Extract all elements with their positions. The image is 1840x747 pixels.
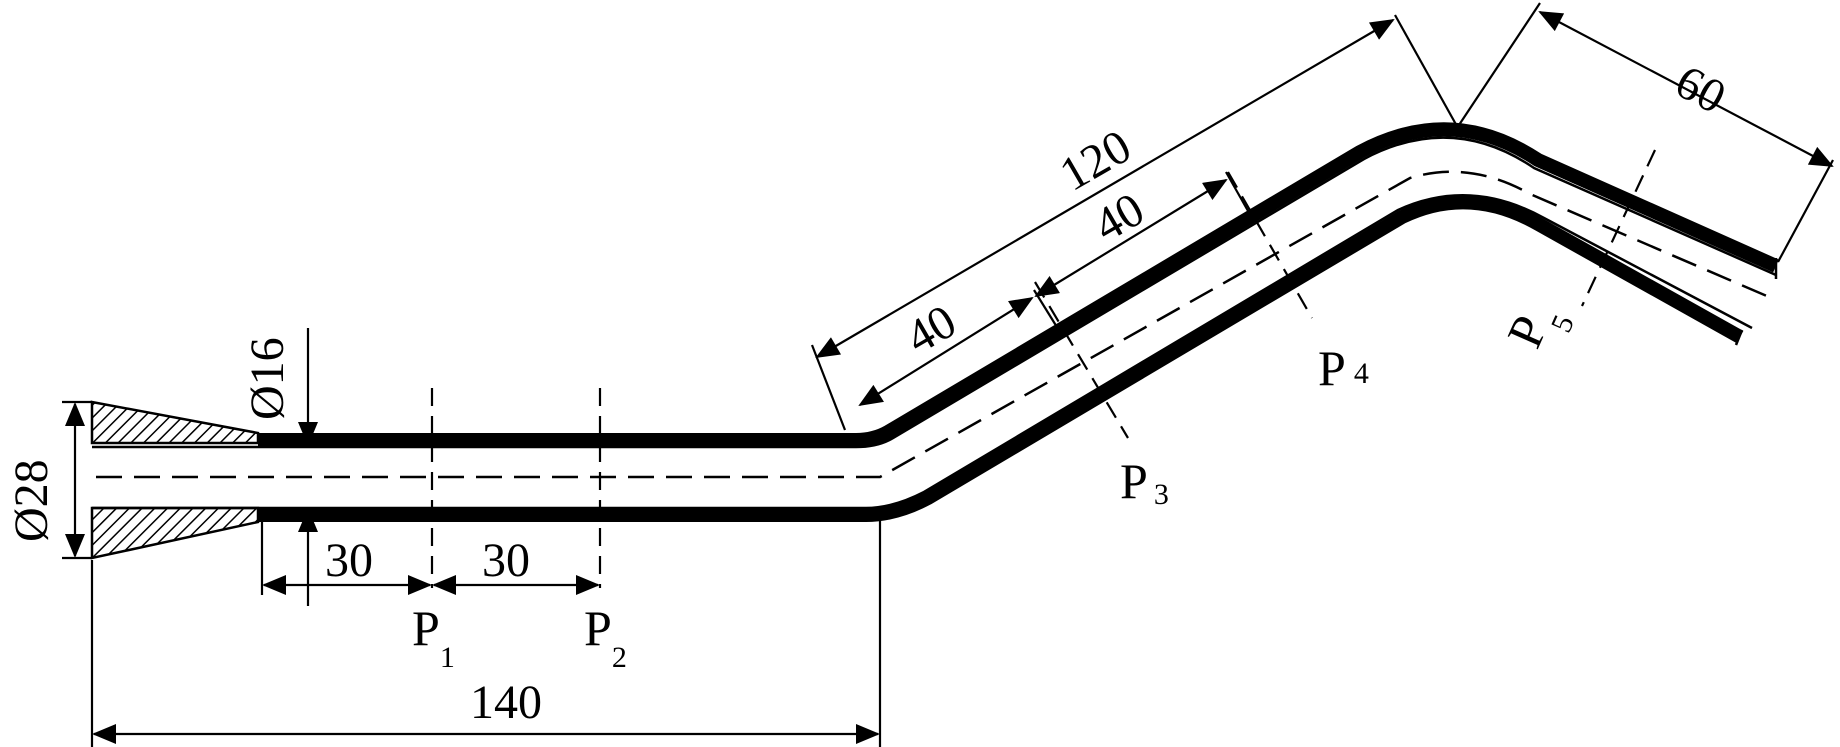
dim-inner-diameter-label: Ø16	[241, 337, 294, 420]
dim-inner-diameter: Ø16	[241, 328, 318, 606]
dimensions: Ø28 Ø16 30 30 140 120	[5, 2, 1834, 747]
flare-bottom	[90, 506, 260, 560]
dim-140: 140	[90, 520, 882, 747]
centerline	[96, 170, 1777, 479]
tube-wall-top	[258, 122, 1779, 447]
section-line-p5	[1581, 149, 1656, 307]
dim-60: 60	[1456, 2, 1834, 263]
dim-30-b-label: 30	[482, 534, 530, 587]
dim-outer-diameter: Ø28	[5, 400, 92, 560]
section-label-p2: P2	[584, 600, 627, 674]
dim-40-pair: 40 40	[858, 171, 1253, 407]
dim-30-pair: 30 30	[260, 520, 600, 595]
dim-60-label: 60	[1667, 55, 1734, 124]
tube-wall-bottom	[258, 195, 1744, 522]
dim-30-a-label: 30	[325, 534, 373, 587]
section-label-p1: P1	[412, 600, 455, 674]
section-lines	[430, 149, 1656, 588]
dim-140-label: 140	[470, 676, 542, 729]
bore-line-bottom	[92, 194, 1753, 510]
dim-outer-diameter-label: Ø28	[5, 459, 58, 542]
section-label-p5: P5	[1496, 294, 1581, 363]
flare-top	[90, 400, 260, 445]
